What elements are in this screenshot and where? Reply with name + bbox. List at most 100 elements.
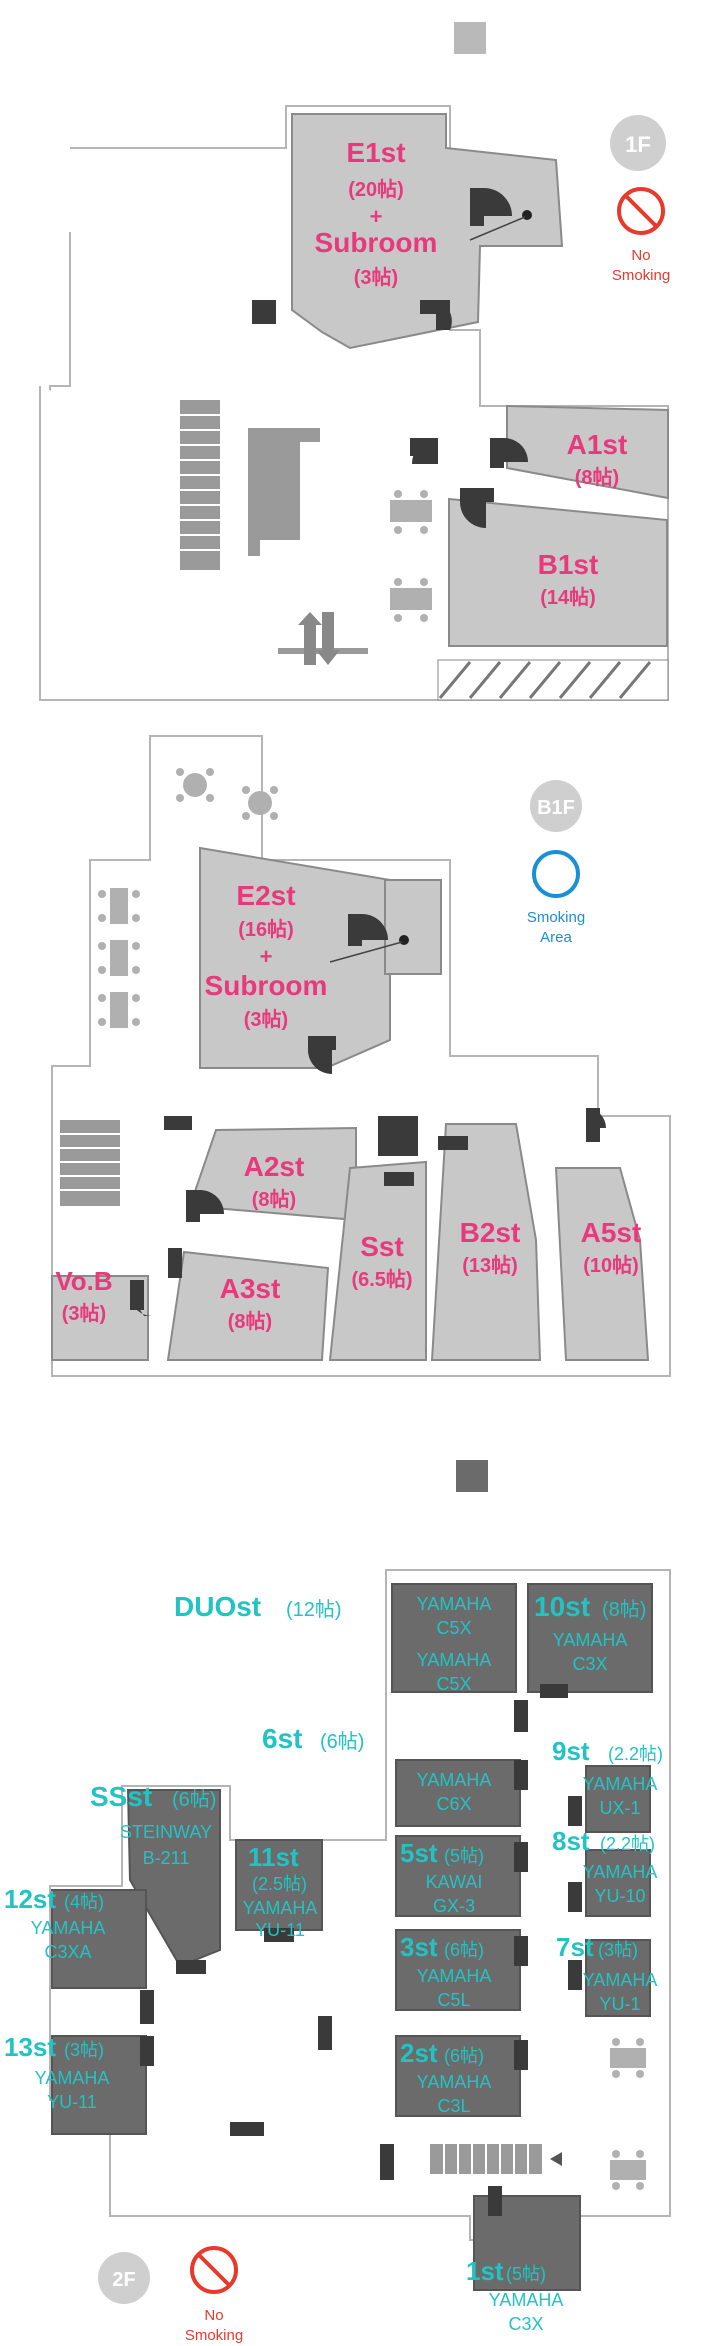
piano-model: YAMAHA: [35, 2068, 110, 2088]
stair-steps: [180, 414, 220, 551]
room-name: 1st: [466, 2256, 504, 2286]
room-size: (8帖): [602, 1598, 646, 1621]
room-11st[interactable]: [235, 1839, 323, 1931]
floor-badge-label: B1F: [537, 797, 575, 819]
room-a5st[interactable]: [554, 1167, 650, 1361]
piano-model: STEINWAY: [120, 1822, 212, 1842]
piano-model: YAMAHA: [417, 1966, 492, 1986]
piano-model: C5X: [436, 1674, 471, 1694]
doors-2f[interactable]: [140, 1684, 582, 2216]
piano-model: YU-11: [47, 2092, 97, 2112]
room-b2st[interactable]: [430, 1123, 542, 1361]
elevator-marker: [454, 22, 486, 54]
room-size: (3帖): [354, 266, 398, 289]
2f-tables: [610, 2038, 646, 2190]
piano-model: YU-11: [255, 1920, 305, 1940]
room-size: (8帖): [228, 1310, 272, 1333]
room-e2st[interactable]: [199, 846, 391, 1069]
room-plus: +: [370, 204, 383, 229]
room-ssst[interactable]: [126, 1789, 221, 1968]
room-size: (6帖): [444, 1940, 484, 1960]
piano-model: C5L: [437, 1990, 470, 2010]
room-size: (5帖): [444, 1846, 484, 1866]
no-smoking-label: Smoking: [612, 267, 670, 284]
floor-2f: 2F No Smoking DUOst (12帖) YAMAHA C5X YAM…: [4, 1460, 671, 2344]
room-size: (10帖): [583, 1254, 639, 1277]
piano-model: C3L: [437, 2096, 470, 2116]
room-name: Vo.B: [55, 1266, 112, 1296]
no-smoking-label: No: [631, 247, 650, 264]
room-name: 13st: [4, 2032, 56, 2062]
room-b1st[interactable]: [448, 497, 668, 647]
room-e1st[interactable]: [291, 113, 564, 350]
room-name: A5st: [581, 1217, 642, 1248]
room-name: Sst: [360, 1231, 404, 1262]
doors-b1f[interactable]: [130, 914, 606, 1316]
room-size: (2.2帖): [600, 1834, 655, 1854]
b1-subroom-leader: [329, 941, 403, 963]
floor-b1f: B1F Smoking Area E2st (16帖) + Subroom (3…: [51, 735, 671, 1377]
room-name: 11st: [248, 1842, 299, 1872]
room-2st[interactable]: [395, 2035, 521, 2117]
floor-badge-label: 1F: [625, 132, 651, 157]
room-5st[interactable]: [395, 1835, 521, 1917]
room-duost[interactable]: [391, 1583, 517, 1693]
room-name: 12st: [4, 1884, 56, 1914]
piano-model: YU-10: [594, 1886, 645, 1906]
room-name: A1st: [567, 429, 628, 460]
room-1st[interactable]: [473, 2195, 581, 2291]
piano-model: YAMAHA: [417, 1594, 492, 1614]
room-size: (6帖): [172, 1788, 216, 1811]
stair-arrow-icon: [550, 2152, 562, 2166]
piano-model: C3XA: [44, 1942, 91, 1962]
room-size: (2.2帖): [608, 1744, 663, 1764]
piano-model: KAWAI: [426, 1872, 483, 1892]
room-6st[interactable]: [395, 1759, 521, 1827]
room-7st[interactable]: [585, 1939, 651, 2017]
room-12st[interactable]: [51, 1889, 147, 1989]
room-size: (6.5帖): [351, 1268, 412, 1291]
room-name: 8st: [552, 1826, 590, 1856]
room-name: A3st: [220, 1273, 281, 1304]
piano-model: YAMAHA: [31, 1918, 106, 1938]
piano-model: YU-1: [599, 1994, 640, 2014]
piano-model: C6X: [436, 1794, 471, 1814]
room-size: (3帖): [244, 1008, 288, 1031]
no-smoking-label: Smoking: [185, 2327, 243, 2344]
room-3st[interactable]: [395, 1929, 521, 2011]
room-13st[interactable]: [51, 2035, 147, 2135]
piano-model: YAMAHA: [417, 1650, 492, 1670]
tables-1f: [390, 490, 432, 622]
piano-model: YAMAHA: [583, 1862, 658, 1882]
staircase: [180, 400, 220, 570]
hatch: [438, 661, 652, 699]
room-a3st[interactable]: [166, 1250, 330, 1361]
room-name: 10st: [534, 1591, 590, 1622]
room-size: (2.5帖): [252, 1874, 307, 1894]
b1-plants: [176, 768, 278, 820]
room-10st[interactable]: [527, 1583, 653, 1693]
room-size: (12帖): [286, 1598, 342, 1621]
piano-model: GX-3: [433, 1896, 475, 1916]
piano-model: C3X: [508, 2314, 543, 2334]
room-name: 7st: [556, 1932, 594, 1962]
piano-model: YAMAHA: [417, 1770, 492, 1790]
piano-model: YAMAHA: [583, 1970, 658, 1990]
room-name: 6st: [262, 1723, 302, 1754]
hatched-area: [437, 659, 669, 701]
doors-1f[interactable]: [252, 188, 528, 528]
room-name: 5st: [400, 1838, 438, 1868]
piano-model: YAMAHA: [583, 1774, 658, 1794]
no-smoking-slash: [197, 2253, 231, 2287]
2f-stair-steps: [443, 2144, 529, 2174]
room-size: (14帖): [540, 586, 596, 609]
room-9st[interactable]: [585, 1765, 651, 1833]
room-sst[interactable]: [328, 1160, 427, 1361]
room-name: E2st: [236, 880, 295, 911]
piano-model: UX-1: [599, 1798, 640, 1818]
room-name: 3st: [400, 1932, 438, 1962]
room-size: (20帖): [348, 178, 404, 201]
e2-subroom: [384, 879, 442, 975]
room-plus: +: [260, 944, 273, 969]
room-8st[interactable]: [585, 1849, 651, 1917]
